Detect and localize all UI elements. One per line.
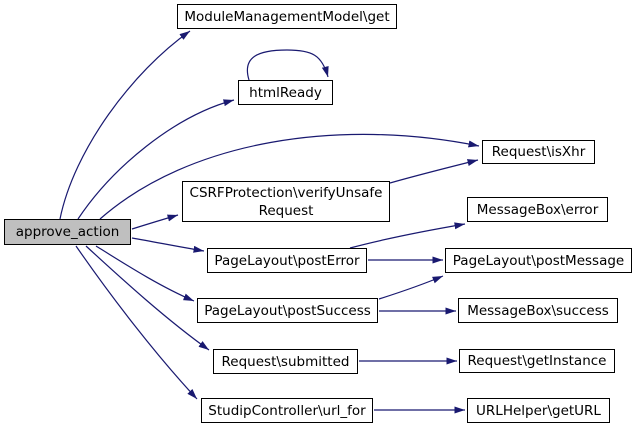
node-label: MessageBox\error xyxy=(476,201,599,218)
graph-node-messagebox_error[interactable]: MessageBox\error xyxy=(467,197,608,222)
edge-approve_action-to-htmlReady xyxy=(77,99,235,220)
node-label: approve_action xyxy=(15,224,120,240)
edge-approve_action-to-pagelayout_postError xyxy=(131,237,205,253)
node-label: StudipController\url_for xyxy=(208,402,366,419)
edge-approve_action-to-studip_url_for xyxy=(75,245,198,400)
node-label: htmlReady xyxy=(249,84,322,101)
node-label: Request xyxy=(258,202,314,219)
graph-node-pagelayout_postSuccess[interactable]: PageLayout\postSuccess xyxy=(197,298,378,323)
graph-node-request_isXhr[interactable]: Request\isXhr xyxy=(482,140,595,164)
edge-csrf_verifyUnsafe-to-request_isXhr xyxy=(389,159,479,184)
node-label: ModuleManagementModel\get xyxy=(184,8,390,25)
node-label: PageLayout\postError xyxy=(214,252,360,269)
edge-approve_action-to-request_isXhr xyxy=(99,133,480,220)
edge-approve_action-to-pagelayout_postSuccess xyxy=(95,245,195,302)
graph-node-pagelayout_postError[interactable]: PageLayout\postError xyxy=(207,248,367,273)
graph-node-module_get[interactable]: ModuleManagementModel\get xyxy=(177,4,397,29)
edge-approve_action-to-csrf_verifyUnsafe xyxy=(131,214,179,230)
graph-node-studip_url_for[interactable]: StudipController\url_for xyxy=(201,398,373,423)
edge-approve_action-to-request_submitted xyxy=(85,245,210,351)
graph-node-htmlReady[interactable]: htmlReady xyxy=(238,80,333,105)
node-label: URLHelper\getURL xyxy=(476,402,601,419)
graph-node-messagebox_success[interactable]: MessageBox\success xyxy=(458,298,618,323)
graph-node-request_submitted[interactable]: Request\submitted xyxy=(213,349,358,374)
node-label: Request\isXhr xyxy=(491,144,586,160)
graph-node-urlhelper_getURL[interactable]: URLHelper\getURL xyxy=(467,398,610,423)
node-label: CSRFProtection\verifyUnsafe xyxy=(189,184,383,201)
node-label: PageLayout\postSuccess xyxy=(204,302,371,319)
edge-pagelayout_postError-to-messagebox_error xyxy=(349,222,466,249)
graph-node-pagelayout_postMessage[interactable]: PageLayout\postMessage xyxy=(445,248,632,273)
node-label: Request\getInstance xyxy=(467,353,607,369)
graph-node-approve_action: approve_action xyxy=(4,219,131,245)
graph-node-request_getInstance[interactable]: Request\getInstance xyxy=(459,349,615,373)
node-label: PageLayout\postMessage xyxy=(452,252,625,269)
edge-htmlReady-to-htmlReady xyxy=(246,49,329,81)
edge-approve_action-to-module_get xyxy=(59,30,191,220)
node-label: MessageBox\success xyxy=(467,302,609,319)
node-label: Request\submitted xyxy=(221,353,350,370)
edge-pagelayout_postSuccess-to-pagelayout_postMessage xyxy=(378,275,444,300)
